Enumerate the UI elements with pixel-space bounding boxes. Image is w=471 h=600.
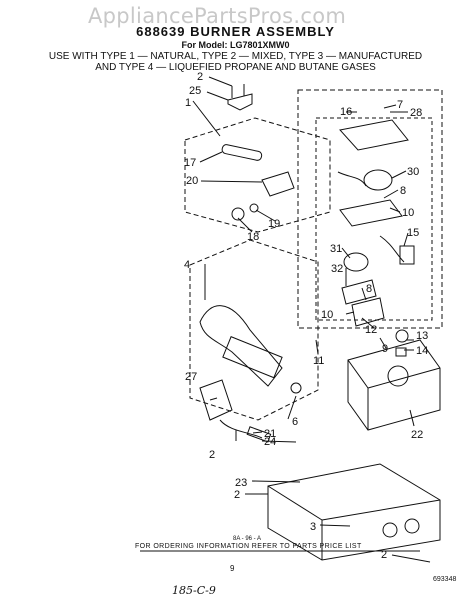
burner-assembly-outline — [189, 239, 319, 421]
callout-18: 18 — [247, 231, 259, 243]
callout-12: 12 — [365, 324, 377, 336]
callout-6: 6 — [292, 416, 298, 428]
callout-25: 25 — [189, 85, 201, 97]
callout-20: 20 — [186, 175, 198, 187]
callout-31: 31 — [330, 243, 342, 255]
diagram-title: 688639 BURNER ASSEMBLY — [136, 24, 335, 39]
watermark: AppliancePartsPros.com — [88, 4, 347, 28]
orifice-18 — [231, 207, 245, 221]
page-number: 9 — [230, 564, 235, 573]
callout-23: 23 — [235, 477, 247, 489]
ordering-note: FOR ORDERING INFORMATION REFER TO PARTS … — [135, 543, 362, 550]
model-number: For Model: LG7801XMW0 — [181, 40, 290, 50]
callout-2-c: 2 — [234, 489, 240, 501]
document-number: 693348 — [433, 576, 457, 583]
fitting-20 — [261, 171, 295, 197]
callout-10: 10 — [402, 207, 414, 219]
callout-17: 17 — [184, 157, 196, 169]
callout-2: 2 — [197, 71, 203, 83]
orifice-14 — [395, 347, 407, 357]
bracket-10 — [339, 199, 403, 227]
connector-15 — [399, 245, 415, 265]
valve-subgroup-outline — [315, 117, 433, 321]
coil-31 — [343, 252, 369, 272]
diagram-code: 8A - 96 - A — [233, 536, 262, 542]
callout-2-d: 2 — [381, 549, 387, 561]
callout-11: 11 — [313, 355, 324, 367]
callout-7: 7 — [397, 99, 403, 111]
valve-group-outline — [297, 89, 443, 329]
spark-electrode-21 — [246, 426, 272, 443]
callout-13: 13 — [416, 330, 428, 342]
igniter-bracket-8 — [339, 119, 409, 151]
callout-22: 22 — [411, 429, 423, 441]
callout-19: 19 — [268, 218, 280, 230]
burner-tube-group-outline — [184, 117, 331, 233]
callout-28: 28 — [410, 107, 422, 119]
callout-15: 15 — [407, 227, 419, 239]
solenoid-coil-30 — [363, 169, 393, 191]
callout-21: 21 — [264, 428, 276, 440]
callout-14: 14 — [416, 345, 428, 357]
callout-32: 32 — [331, 263, 343, 275]
gas-type-note-line2: AND TYPE 4 — LIQUEFIED PROPANE AND BUTAN… — [95, 62, 376, 73]
callout-16: 16 — [340, 106, 352, 118]
thermostat-bulb-13 — [395, 329, 409, 343]
gas-type-note-line1: USE WITH TYPE 1 — NATURAL, TYPE 2 — MIXE… — [48, 51, 423, 62]
mounting-bracket — [267, 463, 441, 561]
tube-17 — [221, 144, 263, 161]
callout-30: 30 — [407, 166, 419, 178]
callout-27: 27 — [185, 371, 197, 383]
handwritten-note: 185-C-9 — [172, 584, 216, 597]
callout-2-b: 2 — [209, 449, 215, 461]
callout-4: 4 — [184, 259, 190, 271]
callout-1: 1 — [185, 97, 191, 109]
callout-24: 24 — [264, 436, 276, 448]
callout-3: 3 — [310, 521, 316, 533]
burner-body — [222, 336, 283, 379]
callout-8: 8 — [400, 185, 406, 197]
bracket-25 — [227, 93, 253, 111]
callout-10-b: 10 — [321, 309, 333, 321]
ignitor-bracket-27 — [199, 379, 233, 421]
burner-tube-4 — [199, 305, 283, 387]
callout-8-b: 8 — [366, 283, 372, 295]
coil-32 — [341, 279, 377, 305]
valve-body-24 — [347, 339, 441, 431]
callout-9: 9 — [382, 343, 388, 355]
